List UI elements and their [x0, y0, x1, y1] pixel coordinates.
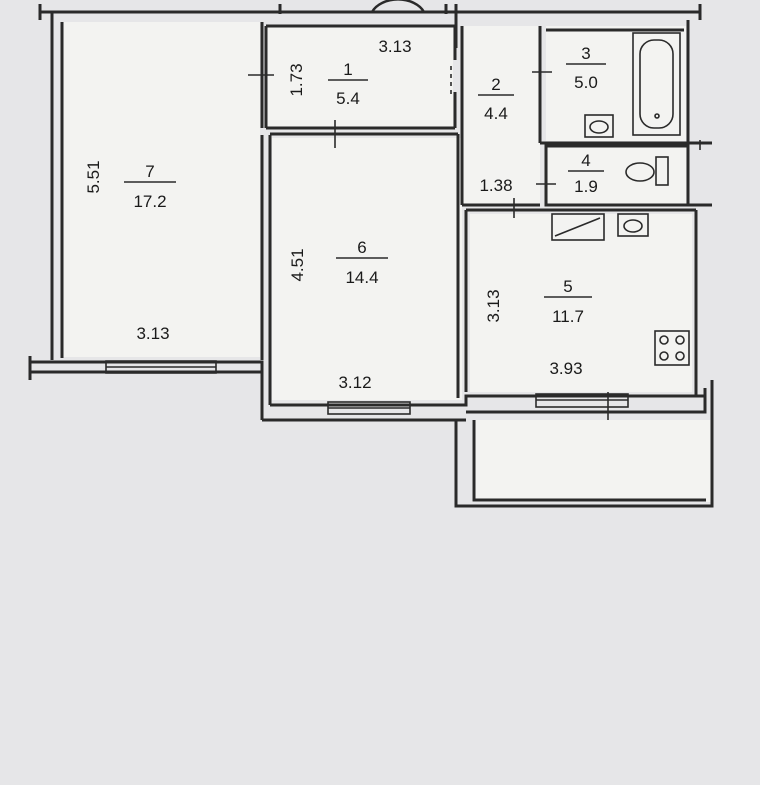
room-4-label: 4 1.9: [568, 151, 604, 196]
room1-depth-dim: 1.73: [287, 63, 306, 96]
room5-depth-dim: 3.13: [484, 289, 503, 322]
room-number: 1: [343, 60, 352, 79]
room-labels: 1 5.4 2 4.4 3 5.0 4 1.9 5 11.7 6 14.4: [124, 44, 606, 326]
room-number: 5: [563, 277, 572, 296]
walls: [28, 4, 714, 508]
room-number: 2: [491, 75, 500, 94]
room-area: 5.4: [336, 89, 360, 108]
room-area: 11.7: [552, 307, 584, 326]
room-fills: [63, 22, 712, 502]
dimension-labels: 3.13 1.73 1.38 3.13 3.93 4.51 3.12 5.51 …: [84, 37, 583, 392]
room1-width-dim: 3.13: [378, 37, 411, 56]
room-2-label: 2 4.4: [478, 75, 514, 123]
door-ticks: [248, 66, 701, 420]
room-area: 17.2: [133, 192, 166, 211]
room-area: 4.4: [484, 104, 508, 123]
room-6-label: 6 14.4: [336, 238, 388, 287]
bathtub-icon: [632, 32, 681, 136]
room7-width-dim: 3.13: [136, 324, 169, 343]
room-area: 5.0: [574, 73, 598, 92]
room2-width-dim: 1.38: [479, 176, 512, 195]
sink-icon: [551, 213, 605, 241]
room6-depth-dim: 4.51: [288, 248, 307, 281]
room-7-label: 7 17.2: [124, 162, 176, 211]
room-area: 14.4: [345, 268, 378, 287]
room-number: 3: [581, 44, 590, 63]
sink-icon: [584, 114, 614, 138]
room-number: 4: [581, 151, 590, 170]
room7-depth-dim: 5.51: [84, 160, 103, 193]
room-3-label: 3 5.0: [566, 44, 606, 92]
room-5-label: 5 11.7: [544, 277, 592, 326]
room-area: 1.9: [574, 177, 598, 196]
room-number: 6: [357, 238, 366, 257]
room5-width-dim: 3.93: [549, 359, 582, 378]
room6-width-dim: 3.12: [338, 373, 371, 392]
sink-icon: [617, 213, 649, 237]
stove-icon: [654, 330, 690, 366]
toilet-icon: [625, 156, 669, 186]
room-1-label: 1 5.4: [328, 60, 368, 108]
fixtures: [551, 32, 690, 366]
windows: [105, 0, 629, 415]
room-number: 7: [145, 162, 154, 181]
